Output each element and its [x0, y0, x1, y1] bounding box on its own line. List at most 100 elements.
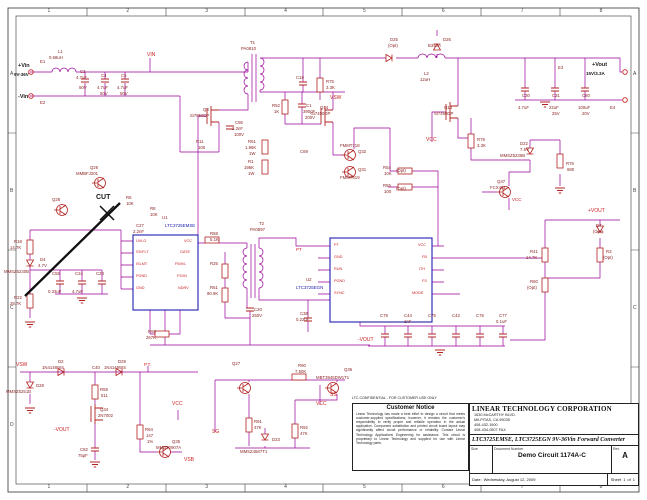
grid-reference: B: [10, 187, 14, 194]
schematic-label: R11: [196, 139, 204, 144]
schematic-label: T1: [250, 40, 256, 45]
schematic-label: E1: [40, 59, 46, 64]
schematic-label: 267K: [146, 335, 157, 340]
grid-reference: 1: [47, 484, 51, 490]
schematic-label: C4: [101, 73, 107, 78]
schematic-label: 47K: [300, 431, 308, 436]
schematic-label: 90.9K: [207, 291, 219, 296]
schematic-label: VCC: [426, 137, 437, 143]
schematic-label: 1nF: [404, 319, 412, 324]
schematic-label: VCC: [512, 197, 522, 202]
sheet-number: 1: [623, 477, 626, 482]
title-block: LINEAR TECHNOLOGY CORPORATION 1630 McCAR…: [469, 403, 639, 486]
schematic-label: 9V-36V: [14, 72, 29, 77]
schematic-label: R22: [14, 295, 22, 300]
customer-notice-body: Linear Technology has made a best effort…: [356, 412, 465, 445]
schematic-label: C23: [96, 271, 104, 276]
schematic-label: R3: [606, 249, 612, 254]
schematic-label: U1: [162, 215, 168, 220]
schematic-label: FMMT619: [340, 175, 360, 180]
schematic-label: 390pF: [303, 109, 316, 114]
sheet-total: 1: [632, 477, 635, 482]
schematic-label: C5: [121, 73, 127, 78]
schematic-label: 196K: [244, 165, 255, 170]
schematic-label: 0.68uH: [49, 55, 63, 60]
grid-reference: 4: [284, 8, 287, 14]
schematic-label: D7: [596, 223, 602, 228]
schematic-label: E2: [40, 100, 46, 105]
grid-reference: 8: [599, 484, 603, 490]
sheet-of-label: of: [627, 477, 631, 482]
schematic-title: LTC3725EMSE, LTC3725EGN 9V-36Vin Forward…: [470, 435, 638, 446]
date-value: Wednesday, August 12, 2009: [483, 477, 536, 482]
schematic-label: CUT: [96, 194, 111, 201]
schematic-label: 10K: [126, 201, 134, 206]
schematic-label: R41: [530, 249, 538, 254]
schematic-label: 47K: [254, 425, 262, 430]
schematic-label: SYNC: [334, 291, 345, 295]
address-line1: 1630 McCARTHY BLVD.: [474, 413, 516, 417]
schematic-label: (Opt): [388, 43, 398, 48]
schematic-label: 1%: [147, 439, 154, 444]
schematic-label: R8: [150, 206, 156, 211]
schematic-label: C20: [254, 307, 262, 312]
schematic-label: C1: [306, 103, 312, 108]
schematic-label: D29: [118, 359, 126, 364]
schematic-label: 5.1K: [210, 237, 219, 242]
schematic-label: SS/FLT: [136, 250, 149, 254]
schematic-label: 680: [567, 167, 575, 172]
grid-reference: 6: [441, 8, 445, 14]
schematic-label: MMSZ5251B: [6, 389, 32, 394]
schematic-label: PGND: [136, 274, 147, 278]
schematic-label: NDRV: [178, 286, 189, 290]
schematic-label: C3: [80, 69, 86, 74]
grid-reference: C: [10, 304, 14, 311]
schematic-label: R58: [210, 231, 218, 236]
schematic-label: E3: [558, 65, 564, 70]
schematic-label: 3.3K: [326, 85, 335, 90]
schematic-label: Q14: [320, 105, 329, 110]
rev-cell: Rev A: [612, 446, 638, 473]
schematic-label: 1N4148WS: [42, 365, 64, 370]
grid-reference: D: [10, 421, 14, 428]
schematic-label: 75pF: [78, 453, 88, 458]
schematic-label: 4.7uF: [97, 85, 108, 90]
grid-reference: 2: [126, 8, 130, 14]
schematic-label: R76: [566, 161, 574, 166]
schematic-label: T2: [259, 221, 265, 226]
schematic-label: 250V: [252, 313, 263, 318]
schematic-label: 7.50K: [295, 369, 307, 374]
schematic-label: MBT3946DW1T1: [316, 375, 350, 380]
schematic-label: C44: [404, 313, 412, 318]
schematic-label: 28.7K: [10, 301, 22, 306]
address-phone: 408-432-1900: [474, 422, 498, 427]
schematic-label: Q27: [232, 361, 241, 366]
doc-number-cell: Document Number Demo Circuit 1174A-C: [493, 445, 612, 473]
grid-reference: 7: [520, 8, 524, 14]
schematic-label: 0.33uF: [48, 289, 62, 294]
doc-number-value: Demo Circuit 1174A-C: [518, 451, 586, 459]
schematic-label: C42: [452, 313, 460, 318]
company-address: 1630 McCARTHY BLVD. MILPITAS, CA 95035 4…: [470, 413, 638, 435]
schematic-label: GATE: [180, 250, 191, 254]
schematic-label: D26: [443, 37, 451, 42]
schematic-label: 147: [146, 433, 154, 438]
schematic-label: R79: [477, 137, 485, 142]
schematic-label: 20V: [582, 111, 590, 116]
schematic-label: 100uF: [578, 105, 591, 110]
grid-reference: 4: [284, 484, 287, 490]
schematic-label: 2N7002: [98, 413, 114, 418]
schematic-label: R18: [14, 239, 22, 244]
schematic-label: C30: [522, 93, 530, 98]
schematic-label: LTC3725EGN: [296, 285, 324, 290]
grid-reference: 6: [441, 484, 445, 490]
schematic-label: 15V/3.3A: [586, 71, 605, 76]
schematic-label: (Opt): [396, 186, 406, 191]
schematic-label: MMSZ4687T1: [240, 449, 268, 454]
schematic-label: -VOUT: [54, 427, 70, 433]
schematic-label: 1K: [274, 109, 280, 114]
rev-label: Rev: [613, 446, 620, 451]
schematic-label: UVLO: [136, 239, 147, 243]
schematic-label: VCC: [172, 401, 183, 407]
